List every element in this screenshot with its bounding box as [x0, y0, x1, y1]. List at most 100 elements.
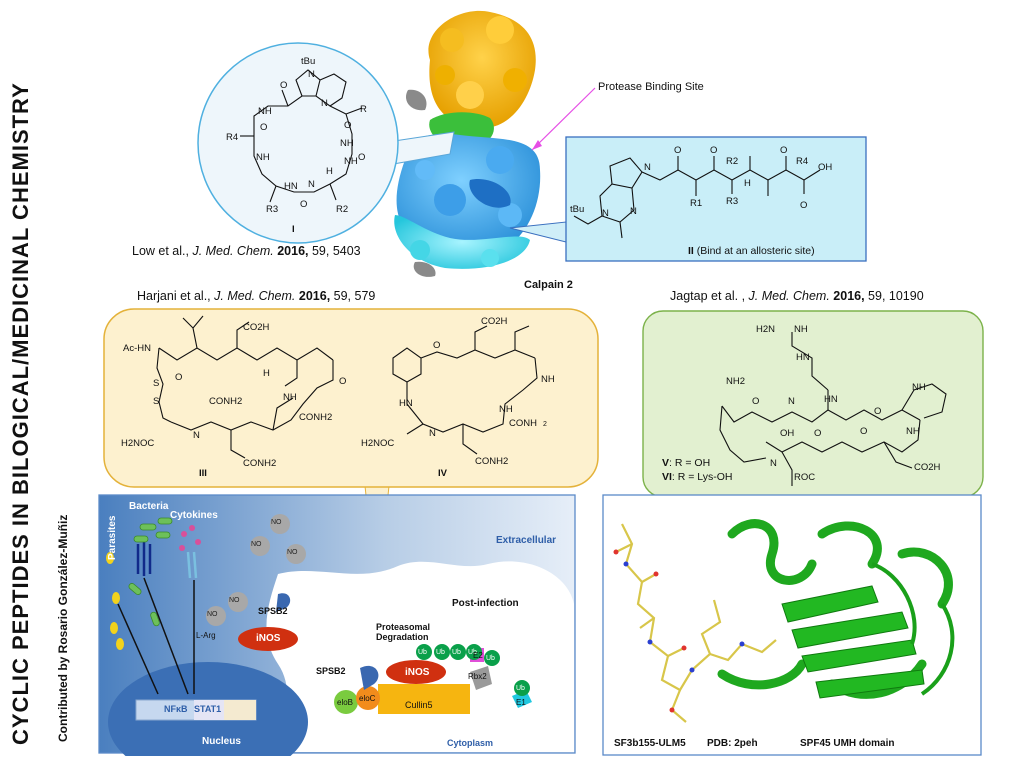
label-ub-3: Ub [452, 649, 461, 656]
reference-harjani: Harjani et al., J. Med. Chem. 2016, 59, … [137, 289, 376, 303]
inos-pathway-diagram [98, 494, 576, 756]
svg-text:NH: NH [344, 156, 358, 167]
svg-text:N: N [308, 179, 315, 190]
label-extracellular: Extracellular [496, 535, 557, 546]
svg-text:OH: OH [818, 162, 832, 173]
svg-text:I: I [292, 224, 295, 235]
svg-text:NH: NH [541, 374, 555, 385]
svg-text:NH: NH [256, 152, 270, 163]
label-inos-left: iNOS [256, 633, 281, 644]
compound-II-box: N O R1 O R2 H R3 O R4 OH O tBu N N II (B… [509, 136, 867, 262]
svg-text:R4: R4 [796, 156, 808, 167]
label-ub-6: Ub [516, 685, 525, 692]
svg-text:H2NOC: H2NOC [361, 438, 394, 449]
label-inos-right: iNOS [405, 667, 430, 678]
svg-text:HN: HN [399, 398, 413, 409]
svg-text:H: H [263, 368, 270, 379]
svg-text:N: N [602, 208, 609, 219]
svg-text:CONH2: CONH2 [243, 458, 276, 469]
binding-site-label: Protease Binding Site [598, 81, 704, 93]
svg-text:N: N [308, 69, 315, 80]
svg-text:CO2H: CO2H [914, 462, 941, 473]
svg-text:N: N [788, 396, 795, 407]
label-parasites: Parasites [107, 515, 118, 560]
label-no-2: NO [251, 541, 262, 548]
svg-text:O: O [814, 428, 821, 439]
contributor-credit: Contributed by Rosario González-Muñiz [56, 514, 70, 742]
svg-text:NH: NH [258, 106, 272, 117]
svg-text:O: O [860, 426, 867, 437]
svg-text:2: 2 [543, 421, 547, 428]
svg-text:H2NOC: H2NOC [121, 438, 154, 449]
label-no-5: NO [207, 611, 218, 618]
svg-text:NH: NH [912, 382, 926, 393]
svg-text:R1: R1 [690, 198, 702, 209]
svg-text:H2N: H2N [756, 324, 775, 335]
svg-text:N: N [630, 206, 637, 217]
svg-text:O: O [874, 406, 881, 417]
label-cytoplasm: Cytoplasm [447, 738, 494, 748]
svg-text:N: N [193, 430, 200, 441]
svg-text:III: III [199, 468, 207, 479]
label-no-1: NO [271, 519, 282, 526]
svg-text:R: R [360, 104, 367, 115]
svg-text:Ac-HN: Ac-HN [123, 343, 151, 354]
label-spsb2-left: SPSB2 [258, 606, 288, 616]
svg-text:O: O [752, 396, 759, 407]
label-bacteria: Bacteria [129, 501, 169, 512]
label-ub-5: Ub [486, 655, 495, 662]
svg-text:ROC: ROC [794, 472, 815, 483]
label-e1: E1 [516, 698, 526, 707]
label-nucleus: Nucleus [202, 736, 241, 747]
svg-text:H: H [326, 166, 333, 177]
svg-text:NH2: NH2 [726, 376, 745, 387]
svg-text:N: N [770, 458, 777, 469]
svg-text:S: S [153, 396, 159, 407]
label-no-3: NO [287, 549, 298, 556]
svg-text:HN: HN [824, 394, 838, 405]
jagtap-compounds-panel: H2N NH HN NH2 O N HN O O NH OH O NH CO2H… [642, 310, 984, 601]
label-no-4: NO [229, 597, 240, 604]
svg-text:O: O [800, 200, 807, 211]
svg-text:NH: NH [906, 426, 920, 437]
label-nfkb: NFκB [164, 704, 188, 714]
svg-text:R2: R2 [336, 204, 348, 215]
svg-text:II (Bind at an allosteric site: II (Bind at an allosteric site) [688, 245, 815, 257]
svg-text:CONH2: CONH2 [475, 456, 508, 467]
label-l-arg: L-Arg [196, 631, 216, 640]
label-post-infection: Post-infection [452, 598, 519, 609]
compound-I-bubble: tBu N O N NH NH R4 O O NH NH HN O N O R3… [197, 42, 455, 244]
svg-text:CO2H: CO2H [481, 316, 508, 327]
svg-text:R3: R3 [266, 204, 278, 215]
svg-text:O: O [358, 152, 365, 163]
label-ub-1: Ub [418, 649, 427, 656]
calpain-label: Calpain 2 [524, 279, 573, 291]
svg-text:N: N [429, 428, 436, 439]
label-spsb2-right: SPSB2 [316, 666, 346, 676]
svg-text:N: N [321, 98, 328, 109]
svg-text:tBu: tBu [570, 204, 584, 215]
svg-text:O: O [344, 120, 351, 131]
svg-text:O: O [175, 372, 182, 383]
svg-text:R2: R2 [726, 156, 738, 167]
svg-text:NH: NH [283, 392, 297, 403]
structure-label-pdb: PDB: 2peh [707, 738, 758, 749]
svg-text:H: H [744, 178, 751, 189]
svg-text:V: R = OH: V: R = OH [662, 457, 710, 469]
svg-text:N: N [644, 162, 651, 173]
svg-text:OH: OH [780, 428, 794, 439]
page-title: CYCLIC PEPTIDES IN BILOGICAL/MEDICINAL C… [8, 82, 33, 745]
svg-text:R3: R3 [726, 196, 738, 207]
svg-text:O: O [260, 122, 267, 133]
structure-label-domain: SPF45 UMH domain [800, 738, 895, 749]
svg-text:O: O [300, 199, 307, 210]
svg-text:O: O [674, 145, 681, 156]
svg-text:VI: R = Lys-OH: VI: R = Lys-OH [662, 471, 733, 483]
pdb-structure-panel [602, 494, 982, 756]
svg-text:S: S [153, 378, 159, 389]
reference-low: Low et al., J. Med. Chem. 2016, 59, 5403 [132, 244, 361, 258]
label-ub-4: Ub [468, 649, 477, 656]
svg-text:tBu: tBu [301, 56, 315, 67]
svg-text:O: O [339, 376, 346, 387]
binding-site-pointer [531, 87, 596, 151]
